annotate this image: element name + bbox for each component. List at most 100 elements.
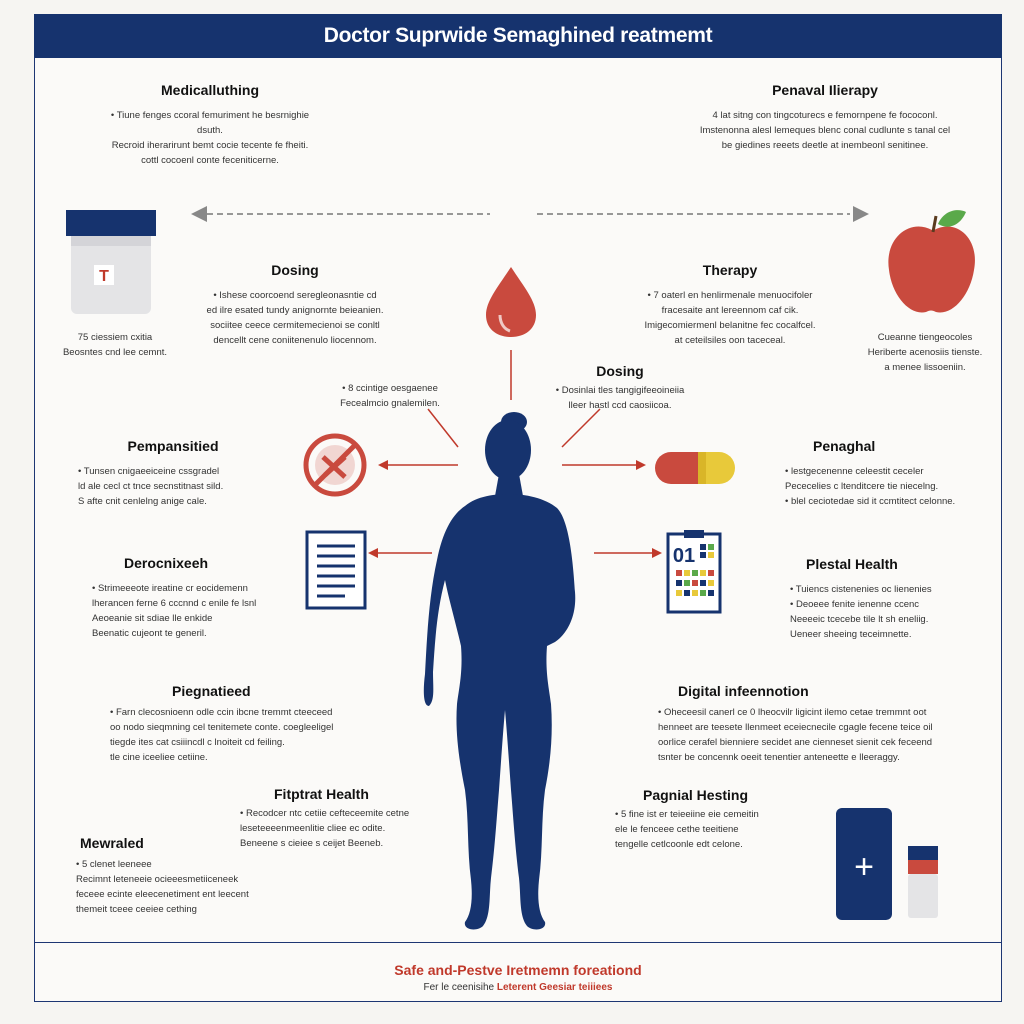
block-line: • 7 oaterl en henlirmenale menuocifoler — [647, 290, 813, 301]
block-line: Neeeeic tcecebe tile lt sh eneliig. — [790, 614, 929, 625]
bottle-label: T — [99, 268, 109, 285]
apple-icon — [888, 210, 975, 313]
block-bottle-caption: 75 ciessiem cxitia Beosntes cnd lee cemn… — [40, 330, 190, 360]
block-heading: Pagnial Hesting — [643, 787, 749, 803]
block-heading: Dosing — [596, 363, 644, 379]
block-line: • Tunsen cnigaeeiceine cssgradel — [78, 466, 220, 477]
block-note-left: • 8 ccintige oesgaenee Fecealmcio gnalem… — [320, 381, 460, 411]
block-line: • Farn clecosnioenn odle ccin ibcne trem… — [110, 707, 333, 718]
block-line: Pececelies c ltenditcere tie niecelng. — [785, 481, 939, 492]
block-line: • lestgecenenne celeestit ceceler — [785, 466, 924, 477]
block-line: Recimnt leteneeie ocieeesmetiiceneek — [76, 874, 239, 885]
block-line: 4 lat sitng con tingcoturecs e femornpen… — [712, 110, 938, 121]
block-line: ed ilre esated tundy anignornte beieanie… — [206, 305, 384, 316]
block-line: • blel ceciotedae sid it ccmtitect celon… — [785, 496, 956, 507]
block-line: Fecealmcio gnalemilen. — [340, 398, 440, 409]
block-line: dencellt cene coniitenenulo liocennom. — [213, 335, 377, 346]
block-line: Cueanne tiengeocoles — [877, 332, 973, 343]
block-line: leseteeeenmeenlitie cliee ec odite. — [240, 823, 386, 834]
block-line: be giedines reeets deetle at inembeonl s… — [721, 140, 929, 151]
dashed-arrows — [191, 206, 869, 222]
block-line: • Tiune fenges ccoral femuriment he besr… — [110, 110, 310, 136]
footer-title: Safe and-Pestve Iretmemn foreationd — [394, 962, 642, 978]
block-heading: Penaval Ilierapy — [772, 82, 878, 98]
page-title: Doctor Suprwide Semaghined reatmemt — [34, 14, 1002, 58]
block-line: oorlice cerafel bienniere secidet ane ci… — [658, 737, 933, 748]
block-pempansitied: Pempansitied • Tunsen cnigaeeiceine cssg… — [78, 438, 298, 509]
block-apple-caption: Cueanne tiengeocoles Heriberte acenosiis… — [840, 330, 1010, 375]
block-line: S afte cnit cenlelng anige cale. — [78, 496, 207, 507]
block-heading: Fitptrat Health — [274, 786, 369, 802]
block-line: • Tuiencs cistenenies oc lienenies — [790, 584, 932, 595]
block-line: tsnter be concennk oeeit tenentier anten… — [658, 752, 900, 763]
block-line: sociitee ceece cermitemecienoi se conltl — [210, 320, 380, 331]
diagonal-connectors — [427, 408, 601, 448]
block-line: Beneene s cieiee s ceijet Beeneb. — [240, 838, 384, 849]
footer-subtitle: Fer le ceenisihe Leterent Geesiar teiiie… — [34, 982, 1002, 993]
block-line: Imigecomiermenl belanitne fec cocalfcel. — [644, 320, 816, 331]
clipboard-chart-icon: 01 — [666, 530, 722, 614]
connector-line — [510, 350, 512, 400]
block-piegnatieed: Piegnatieed • Farn clecosnioenn odle cci… — [110, 683, 370, 765]
document-icon — [305, 530, 367, 610]
block-dosing-left: Dosing • Ishese coorcoend seregleonasnti… — [200, 262, 390, 348]
block-fitptrat-health: Fitptrat Health • Recodcer ntc cetiie ce… — [240, 786, 440, 851]
block-heading: Digital infeennotion — [678, 683, 809, 699]
block-heading: Mewraled — [80, 835, 144, 851]
block-line: Beenatic cujeont te generil. — [92, 628, 207, 639]
block-line: 75 ciessiem cxitia — [77, 332, 153, 343]
block-heading: Dosing — [271, 262, 319, 278]
footer-sub-prefix: Fer le ceenisihe — [423, 982, 495, 993]
block-line: ele le fenceee cethe teeitiene — [615, 824, 739, 835]
block-mewraled: Mewraled • 5 clenet leeneee Recimnt lete… — [76, 835, 286, 917]
block-heading: Pempansitied — [127, 438, 219, 454]
block-line: Imstenonna alesl lemeques blenc conal cu… — [699, 125, 951, 136]
box-label: + — [854, 848, 874, 886]
prohibition-icon — [303, 433, 367, 497]
block-line: tengelle cetlcoonle edt celone. — [615, 839, 743, 850]
block-line: ld ale cecl ct tnce secnstitnast sild. — [78, 481, 224, 492]
block-line: henneet are teesete llenmeet eceiecnecil… — [658, 722, 933, 733]
medicine-box-icon: + — [836, 808, 938, 920]
block-line: feceee ecinte eleecenetiment ent leecent — [76, 889, 249, 900]
medicine-bottle-icon: T — [66, 210, 156, 314]
block-line: • Strimeeeote ireatine cr eocidemenn — [92, 583, 248, 594]
block-line: tiegde ites cat csiiincdl c lnoiteit cd … — [110, 737, 285, 748]
block-heading: Piegnatieed — [172, 683, 251, 699]
block-line: • Ishese coorcoend seregleonasntie cd — [213, 290, 377, 301]
footer-sub-highlight: Leterent Geesiar teiiiees — [496, 982, 613, 993]
arrow-right — [594, 548, 662, 558]
block-line: • Recodcer ntc cetiie cefteceemite cetne — [240, 808, 410, 819]
footer-divider — [34, 942, 1002, 943]
block-line: Beosntes cnd lee cemnt. — [62, 347, 168, 358]
block-heading: Derocnixeeh — [124, 555, 209, 571]
block-heading: Therapy — [702, 262, 758, 278]
block-pagnial-hesting: Pagnial Hesting • 5 fine ist er teieeiin… — [615, 787, 805, 852]
block-line: Ueneer sheeing teceimnette. — [790, 629, 912, 640]
block-line: fracesaite ant lereennom caf cik. — [661, 305, 799, 316]
human-silhouette-icon — [423, 412, 576, 930]
block-line: lleer hastl ccd caosiicoa. — [568, 400, 672, 411]
block-line: Recroid iherarirunt bemt cocie tecente f… — [111, 140, 309, 151]
block-therapy-right: Therapy • 7 oaterl en henlirmenale menuo… — [630, 262, 830, 348]
block-line: • 8 ccintige oesgaenee — [342, 383, 438, 394]
block-heading: Medicalluthing — [161, 82, 259, 98]
block-line: Aeoeanie sit sdiae lle enkide — [92, 613, 213, 624]
block-line: • Deoeee fenite ienenne ccenc — [790, 599, 920, 610]
block-line: • 5 fine ist er teieeiine eie cemeitin — [615, 809, 759, 820]
block-line: • Dosinlai tles tangigifeeoineiia — [555, 385, 685, 396]
block-line: a menee lissoeniin. — [884, 362, 966, 373]
arrow-left — [378, 460, 458, 470]
block-line: • 5 clenet leeneee — [76, 859, 152, 870]
clipboard-label: 01 — [673, 545, 695, 567]
block-line: • Oheceesil canerl ce 0 lheocvilr ligici… — [658, 707, 927, 718]
block-digital-infeennotion: Digital infeennotion • Oheceesil canerl … — [658, 683, 988, 765]
block-medical: Medicalluthing • Tiune fenges ccoral fem… — [100, 82, 320, 168]
block-line: themeit tceee ceeiee cething — [76, 904, 197, 915]
block-heading: Penaghal — [813, 438, 876, 454]
block-penaghal: Penaghal • lestgecenenne celeestit cecel… — [785, 438, 995, 509]
arrow-left — [368, 548, 432, 558]
block-line: cottl cocoenl conte feceniticerne. — [141, 155, 279, 166]
block-plestal-health: Plestal Health • Tuiencs cistenenies oc … — [790, 556, 990, 642]
block-derocnixeeh: Derocnixeeh • Strimeeeote ireatine cr eo… — [92, 555, 282, 641]
